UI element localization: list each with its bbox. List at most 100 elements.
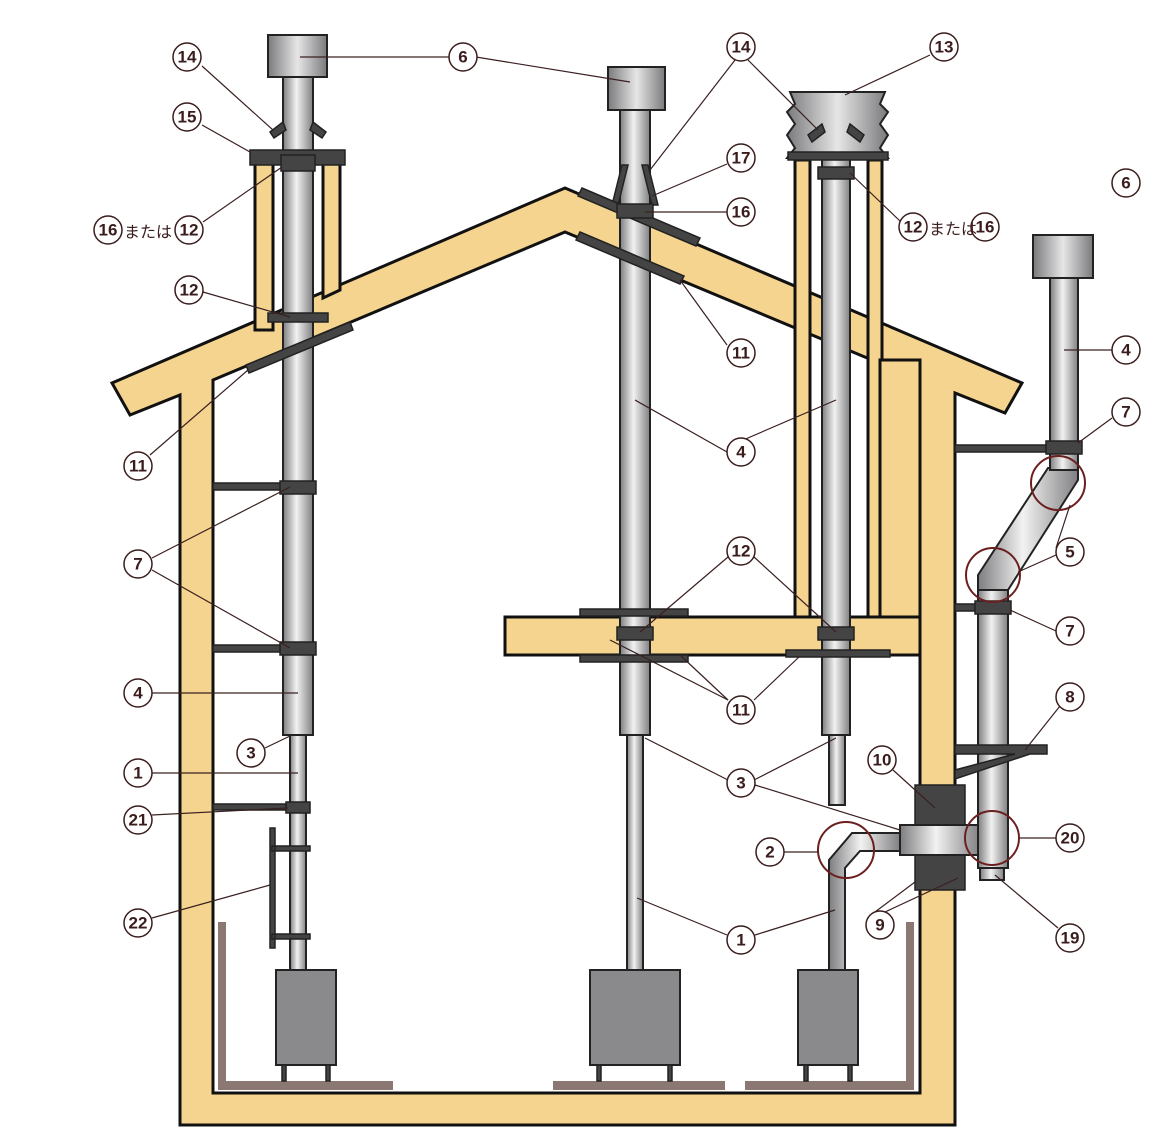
leader-line bbox=[753, 655, 801, 701]
label-circle bbox=[1111, 397, 1141, 427]
label-circle bbox=[726, 437, 756, 467]
label-circle bbox=[174, 275, 204, 305]
leader-line bbox=[747, 59, 819, 131]
part-label: 4 bbox=[123, 678, 153, 708]
label-text: 11 bbox=[732, 344, 750, 363]
label-text: 6 bbox=[1121, 174, 1130, 193]
part-label: 13 bbox=[929, 32, 959, 62]
label-text: 15 bbox=[178, 108, 197, 127]
label-text: 7 bbox=[1121, 403, 1130, 422]
leader-line bbox=[754, 909, 836, 936]
label-text: 19 bbox=[1061, 929, 1080, 948]
part-label: 22 bbox=[123, 908, 153, 938]
label-circle bbox=[726, 695, 756, 725]
label-circle bbox=[123, 805, 153, 835]
leader-line bbox=[151, 569, 291, 649]
label-circle bbox=[1055, 537, 1085, 567]
leader-line bbox=[636, 897, 728, 936]
part-label: 12 bbox=[174, 275, 204, 305]
label-text: 20 bbox=[1061, 829, 1080, 848]
leader-line bbox=[1009, 609, 1057, 632]
leader-line bbox=[753, 556, 837, 633]
leader-line bbox=[264, 735, 291, 749]
label-circle bbox=[174, 215, 204, 245]
label-text: 22 bbox=[129, 914, 148, 933]
or-text: または bbox=[124, 223, 172, 242]
label-text: 14 bbox=[732, 38, 751, 57]
label-circle bbox=[726, 768, 756, 798]
leader-lines bbox=[149, 54, 1113, 936]
label-circle bbox=[898, 212, 928, 242]
part-label: 12 bbox=[726, 536, 756, 566]
label-text: 4 bbox=[133, 684, 143, 703]
label-circle bbox=[726, 338, 756, 368]
label-text: 11 bbox=[129, 457, 147, 476]
part-label: 6 bbox=[1111, 168, 1141, 198]
leader-line bbox=[644, 737, 729, 781]
leader-line bbox=[639, 556, 729, 633]
part-label: 4 bbox=[726, 437, 756, 467]
label-circle bbox=[123, 549, 153, 579]
label-circle bbox=[726, 925, 756, 955]
label-circle bbox=[172, 42, 202, 72]
leader-line bbox=[651, 163, 728, 197]
part-label: 4 bbox=[1111, 335, 1141, 365]
label-text: 7 bbox=[133, 555, 142, 574]
part-label: 7 bbox=[1055, 616, 1085, 646]
part-label: 12 bbox=[174, 215, 204, 245]
leader-line bbox=[151, 884, 271, 919]
label-circle bbox=[1111, 335, 1141, 365]
part-label: 16 bbox=[970, 212, 1000, 242]
leader-line bbox=[994, 874, 1059, 929]
part-label: 2 bbox=[755, 837, 785, 867]
label-text: 12 bbox=[180, 221, 199, 240]
label-circle bbox=[448, 42, 478, 72]
leader-line bbox=[475, 56, 631, 83]
label-text: 3 bbox=[246, 744, 255, 763]
label-circle bbox=[93, 215, 123, 245]
label-text: 1 bbox=[133, 764, 142, 783]
leader-line bbox=[679, 279, 728, 346]
leader-line bbox=[884, 877, 959, 913]
part-label: 6 bbox=[448, 42, 478, 72]
leader-line bbox=[634, 399, 728, 453]
label-circle bbox=[1111, 168, 1141, 198]
leader-line bbox=[753, 737, 837, 781]
label-text: 10 bbox=[873, 751, 892, 770]
part-label: 16 bbox=[93, 215, 123, 245]
label-text: 13 bbox=[935, 38, 954, 57]
part-label: 3 bbox=[236, 738, 266, 768]
part-label: 20 bbox=[1055, 823, 1085, 853]
label-circle bbox=[1055, 616, 1085, 646]
part-label: 9 bbox=[865, 910, 895, 940]
part-label: 14 bbox=[726, 32, 756, 62]
left-chimney bbox=[212, 34, 354, 1082]
label-text: 12 bbox=[180, 281, 199, 300]
label-text: 5 bbox=[1065, 543, 1074, 562]
leader-line bbox=[874, 881, 916, 913]
leader-line bbox=[849, 172, 902, 223]
leader-line bbox=[149, 369, 249, 456]
label-circle bbox=[726, 536, 756, 566]
leader-line bbox=[754, 784, 901, 831]
or-text: または bbox=[929, 220, 977, 239]
leader-line bbox=[892, 769, 936, 809]
label-text: 1 bbox=[736, 931, 745, 950]
part-label: 7 bbox=[1111, 397, 1141, 427]
label-text: 21 bbox=[129, 811, 148, 830]
center-chimney bbox=[574, 66, 702, 1082]
leader-line bbox=[1017, 554, 1057, 573]
label-circle bbox=[970, 212, 1000, 242]
label-circle bbox=[1055, 923, 1085, 953]
label-circle bbox=[123, 678, 153, 708]
part-label: 5 bbox=[1055, 537, 1085, 567]
leader-line bbox=[1055, 504, 1071, 549]
leader-line bbox=[1077, 417, 1113, 444]
highlight-rings bbox=[817, 455, 1086, 879]
leader-line bbox=[649, 59, 736, 171]
label-circle bbox=[123, 758, 153, 788]
attic-partition bbox=[878, 358, 922, 619]
leader-line bbox=[202, 166, 283, 223]
exterior-chimney bbox=[954, 234, 1094, 881]
